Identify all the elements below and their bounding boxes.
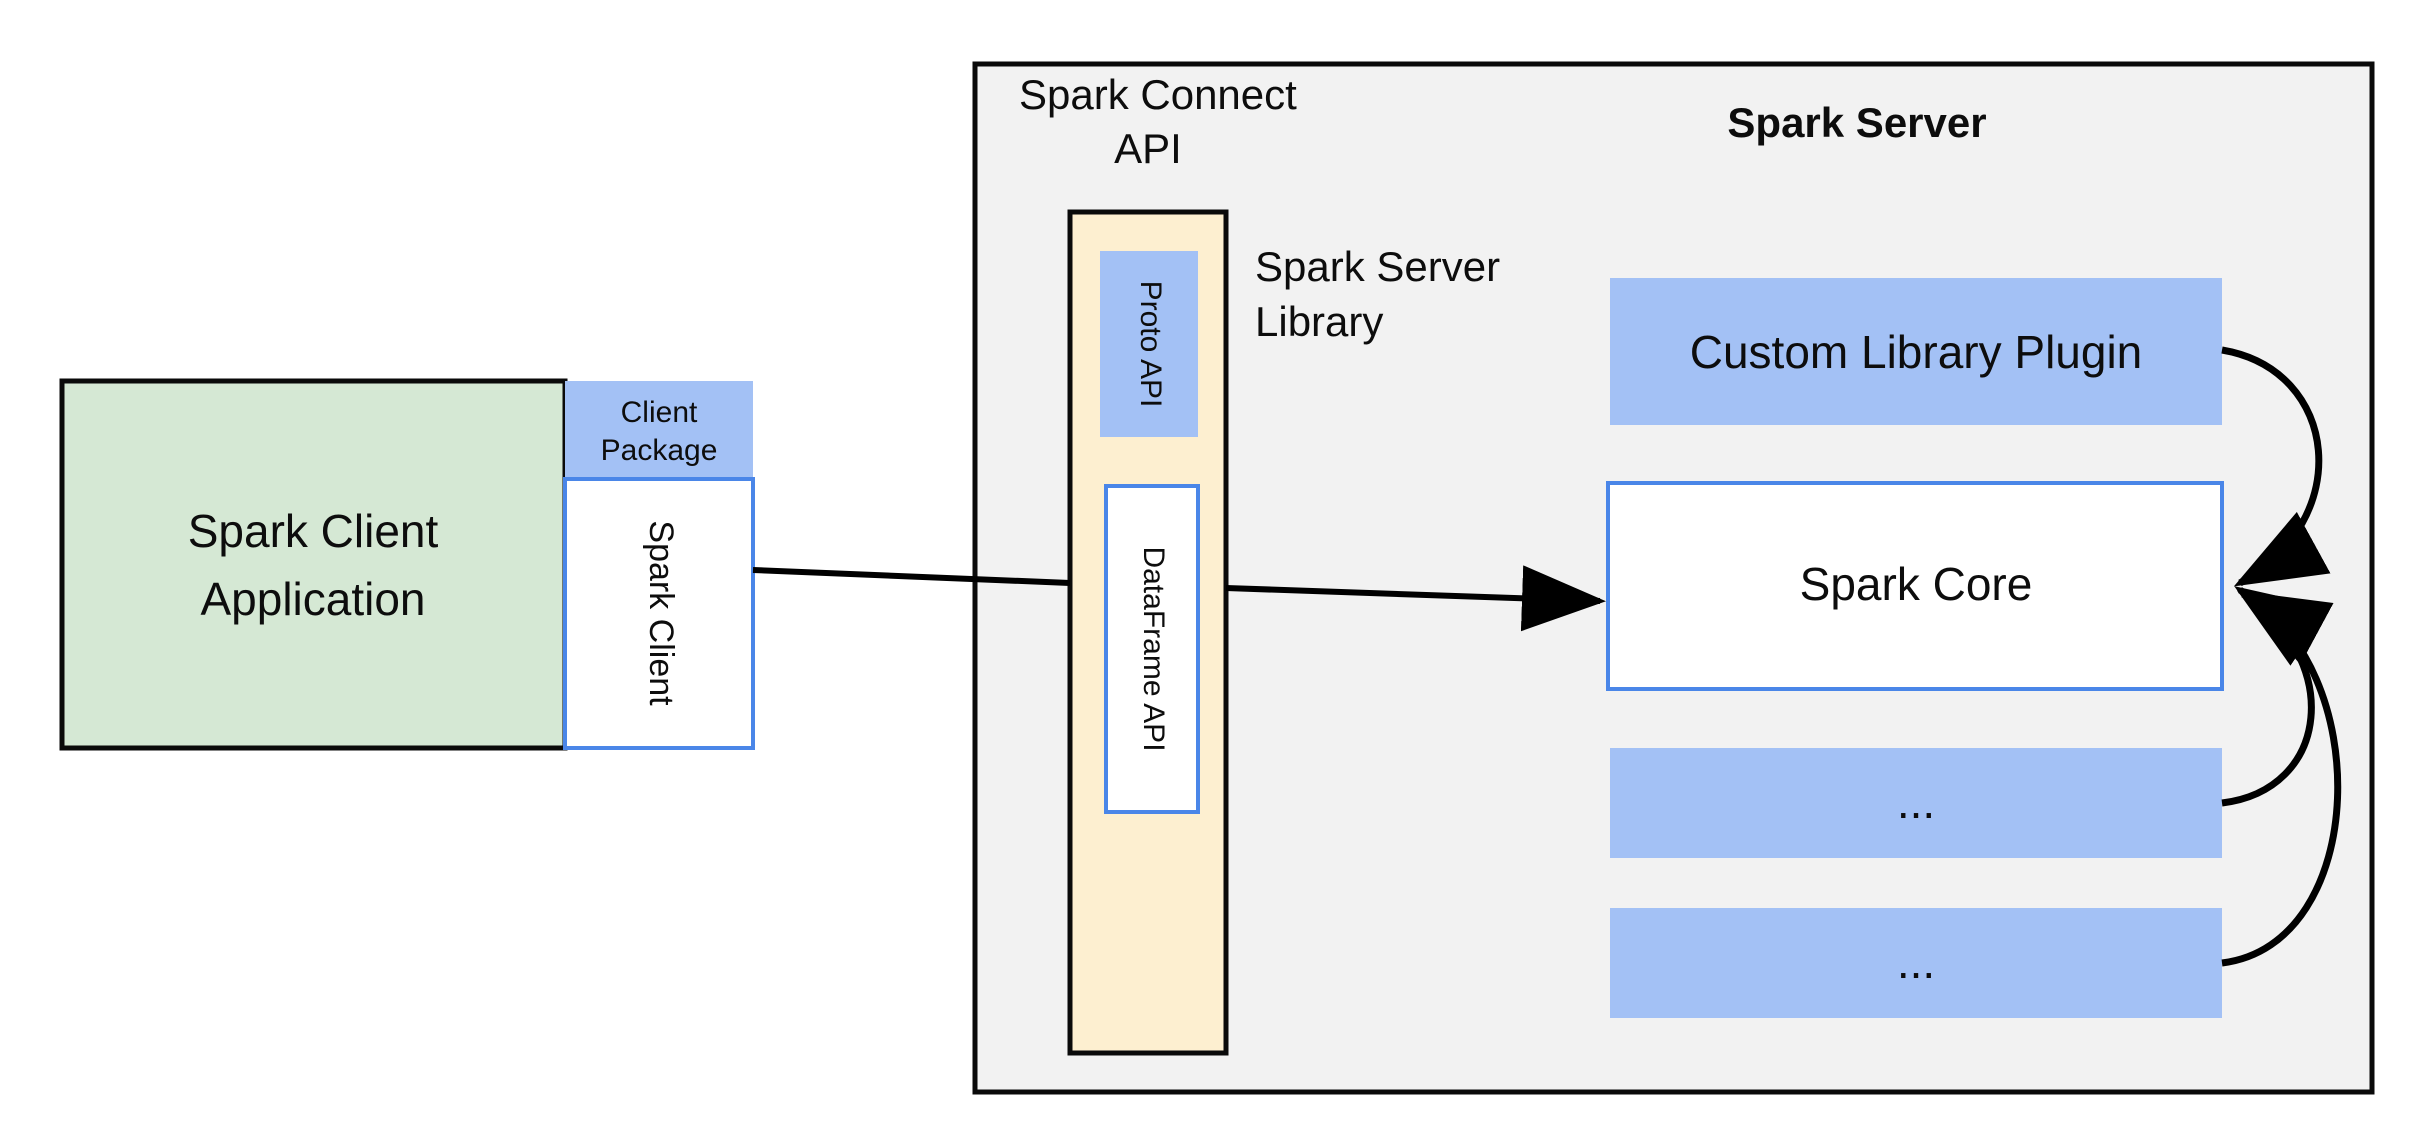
ellipsis-2-to-core-curved-arrow bbox=[2221, 590, 2342, 967]
plugin-to-core-curved-arrow bbox=[2221, 346, 2331, 587]
spark-client-application-box bbox=[59, 378, 568, 751]
spark-connect-api-label-line2: API bbox=[1114, 125, 1182, 172]
spark-client-label: Spark Client bbox=[642, 520, 680, 706]
client-package-label-line1: Client bbox=[621, 396, 698, 429]
spark-server-library-label-line2: Library bbox=[1255, 298, 1383, 345]
spark-client-application-label-line1: Spark Client bbox=[188, 505, 439, 557]
client-package-label-line2: Package bbox=[601, 434, 718, 467]
proto-api-label: Proto API bbox=[1134, 281, 1167, 408]
connect-to-spark-core-arrow bbox=[1225, 565, 1606, 632]
ellipsis-box-2-label: ... bbox=[1897, 936, 1935, 988]
ellipsis-box-1-label: ... bbox=[1897, 776, 1935, 828]
spark-connect-api-label-line1: Spark Connect bbox=[1019, 71, 1297, 118]
client-to-connect-arrow-segment bbox=[752, 567, 1071, 586]
spark-server-library-label-line1: Spark Server bbox=[1255, 243, 1500, 290]
spark-server-title: Spark Server bbox=[1727, 99, 1986, 146]
custom-library-plugin-box bbox=[1610, 278, 2222, 425]
proto-api-box bbox=[1100, 251, 1198, 437]
ellipsis-box-1 bbox=[1610, 748, 2222, 858]
dataframe-api-box bbox=[1104, 484, 1200, 814]
custom-library-plugin-label: Custom Library Plugin bbox=[1690, 326, 2143, 378]
client-package-box bbox=[565, 381, 753, 479]
spark-client-box bbox=[563, 477, 755, 750]
ellipsis-box-2 bbox=[1610, 908, 2222, 1018]
spark-core-label: Spark Core bbox=[1800, 558, 2033, 610]
spark-client-application-label-line2: Application bbox=[200, 573, 425, 625]
dataframe-api-label: DataFrame API bbox=[1137, 546, 1170, 751]
spark-core-box bbox=[1606, 481, 2224, 691]
